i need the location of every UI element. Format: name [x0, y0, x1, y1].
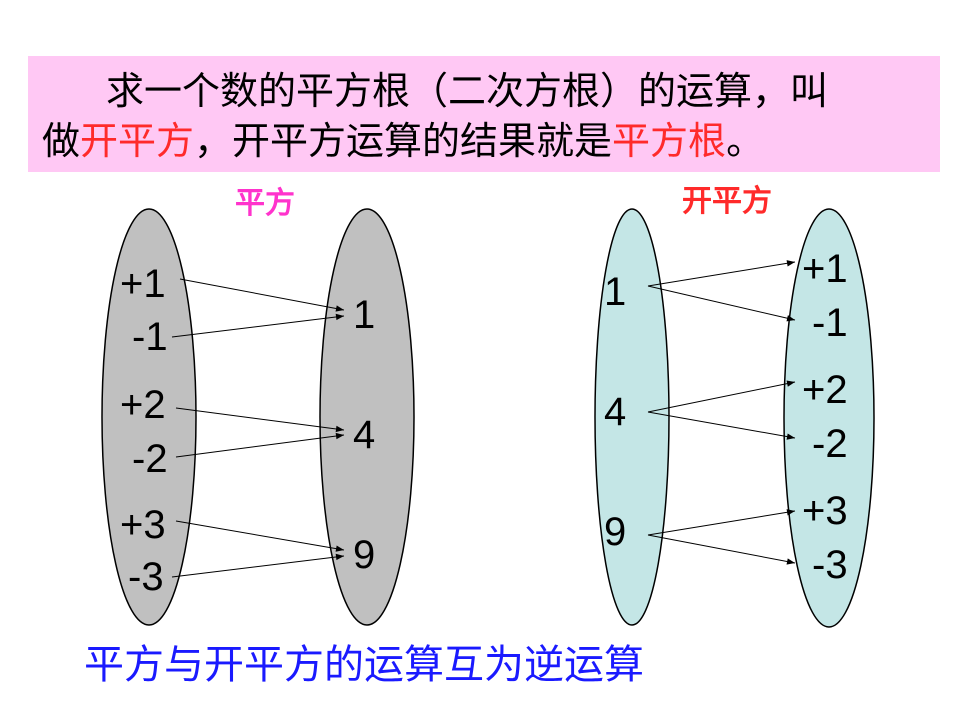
- label-kaipingfang: 开平方: [682, 184, 772, 219]
- left-codomain-ellipse: [319, 208, 415, 626]
- left-arrows: [171, 278, 345, 578]
- arrow: [171, 553, 345, 578]
- right-codomain-value: +3: [802, 489, 848, 533]
- right-domain-value: 4: [604, 390, 626, 434]
- right-codomain-ellipse: [783, 208, 875, 628]
- arrow: [171, 313, 345, 338]
- left-domain-value: -3: [128, 555, 164, 599]
- right-codomain-value: -2: [812, 422, 848, 466]
- right-domain-ellipse: [594, 208, 670, 626]
- left-domain-value: +3: [120, 503, 166, 547]
- right-arrows: [647, 260, 796, 565]
- arrow: [647, 380, 796, 413]
- term-kaipingfang: 开平方: [80, 119, 195, 163]
- left-codomain-value: 1: [353, 293, 375, 337]
- arrow: [175, 520, 345, 552]
- left-domain-value: -1: [132, 315, 168, 359]
- intro-text-3: ，开平方运算的结果就是: [194, 119, 613, 163]
- right-domain-value: 1: [604, 270, 626, 314]
- arrow: [175, 407, 345, 433]
- right-domain-value: 9: [604, 510, 626, 554]
- arrow: [647, 260, 796, 287]
- arrow: [647, 509, 796, 536]
- left-codomain-value: 9: [353, 533, 375, 577]
- intro-line-2: 做开平方，开平方运算的结果就是平方根。: [42, 116, 926, 166]
- left-domain-ellipse: [101, 208, 197, 626]
- intro-text-4: 。: [726, 119, 765, 163]
- left-domain-value: +2: [120, 383, 166, 427]
- right-codomain-value: -3: [812, 543, 848, 587]
- intro-text-2: 做: [42, 119, 81, 163]
- left-codomain-value: 4: [353, 413, 375, 457]
- arrow: [175, 432, 345, 458]
- intro-line-1: 求一个数的平方根（二次方根）的运算，叫: [42, 66, 926, 116]
- conclusion-text: 平方与开平方的运算互为逆运算: [84, 642, 644, 688]
- intro-box: 求一个数的平方根（二次方根）的运算，叫 做开平方，开平方运算的结果就是平方根。: [28, 56, 940, 172]
- arrow: [647, 285, 796, 322]
- right-codomain-value: -1: [812, 301, 848, 345]
- left-domain-value: -2: [132, 437, 168, 481]
- arrow: [647, 534, 796, 565]
- label-pingfang: 平方: [235, 186, 295, 221]
- left-domain-value: +1: [120, 262, 166, 306]
- right-codomain-value: +1: [802, 247, 848, 291]
- arrow: [647, 411, 796, 440]
- arrow: [179, 278, 345, 312]
- intro-text-1: 求一个数的平方根（二次方根）的运算，叫: [106, 69, 829, 113]
- right-codomain-value: +2: [802, 368, 848, 412]
- term-pingfanggen: 平方根: [612, 119, 727, 163]
